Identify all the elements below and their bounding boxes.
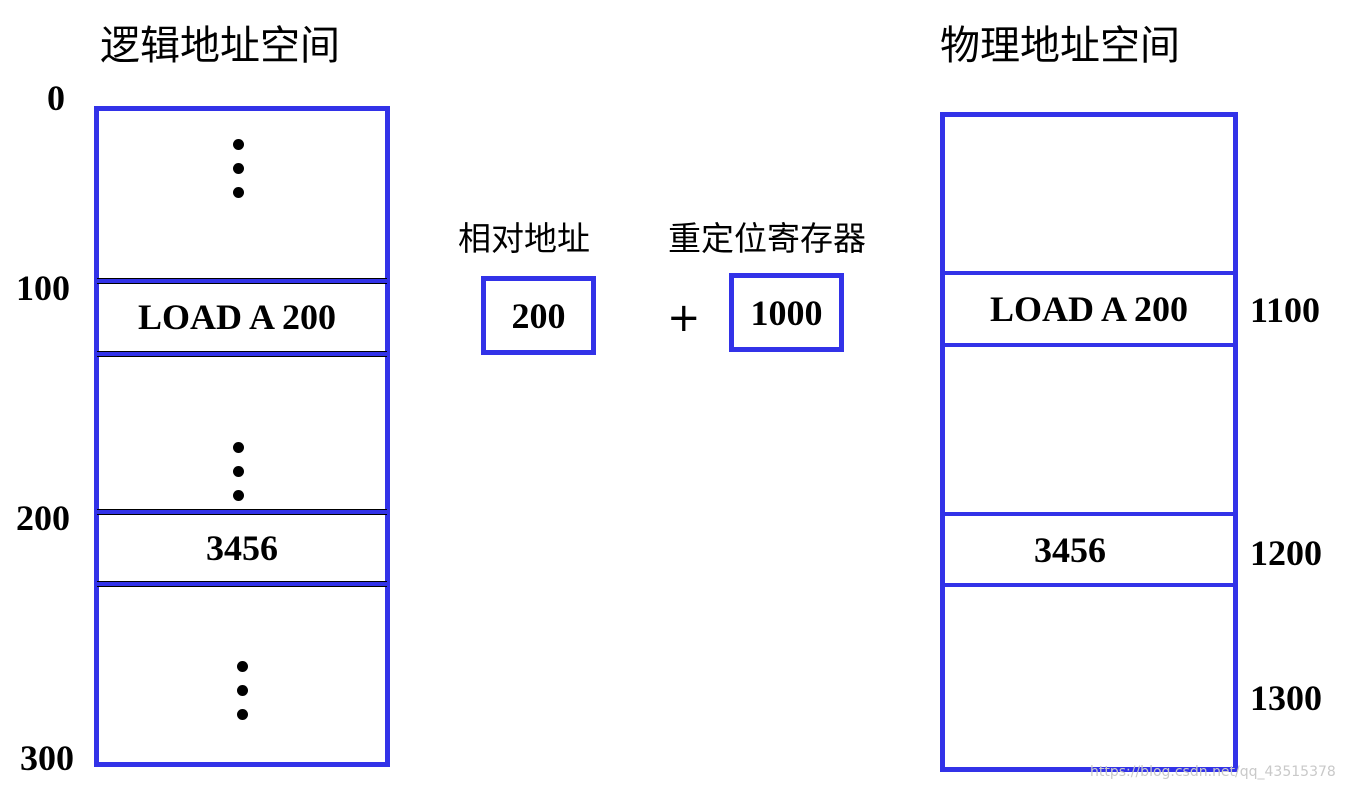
watermark-text: https://blog.csdn.net/qq_43515378 bbox=[1090, 764, 1336, 780]
logical-space-title: 逻辑地址空间 bbox=[100, 23, 340, 69]
physical-space-title: 物理地址空间 bbox=[940, 23, 1180, 69]
logical-cell-data: 3456 bbox=[206, 528, 278, 568]
physical-divider bbox=[945, 583, 1233, 587]
relocation-register-box: 1000 bbox=[729, 273, 844, 352]
logical-cell-load-instruction: LOAD A 200 bbox=[137, 297, 337, 337]
physical-address-1300: 1300 bbox=[1250, 678, 1322, 718]
logical-divider bbox=[97, 581, 387, 587]
logical-address-200: 200 bbox=[16, 498, 70, 538]
physical-address-1100: 1100 bbox=[1250, 290, 1321, 330]
logical-divider bbox=[97, 278, 387, 284]
physical-cell-load-instruction: LOAD A 200 bbox=[989, 289, 1189, 329]
logical-divider bbox=[97, 351, 387, 357]
physical-divider bbox=[945, 343, 1233, 347]
physical-memory-block: LOAD A 200 3456 bbox=[940, 112, 1238, 772]
logical-divider bbox=[97, 509, 387, 515]
logical-address-0: 0 bbox=[47, 78, 65, 118]
physical-divider bbox=[945, 512, 1233, 516]
plus-operator: + bbox=[667, 295, 701, 341]
logical-address-100: 100 bbox=[16, 268, 70, 308]
physical-cell-data: 3456 bbox=[1034, 530, 1106, 570]
logical-memory-block: LOAD A 200 3456 bbox=[94, 106, 390, 767]
logical-address-300: 300 bbox=[20, 738, 74, 778]
physical-divider bbox=[945, 271, 1233, 275]
physical-address-1200: 1200 bbox=[1250, 533, 1322, 573]
relative-address-box: 200 bbox=[481, 276, 596, 355]
relocation-register-label: 重定位寄存器 bbox=[668, 219, 866, 258]
relative-address-label: 相对地址 bbox=[458, 219, 590, 258]
